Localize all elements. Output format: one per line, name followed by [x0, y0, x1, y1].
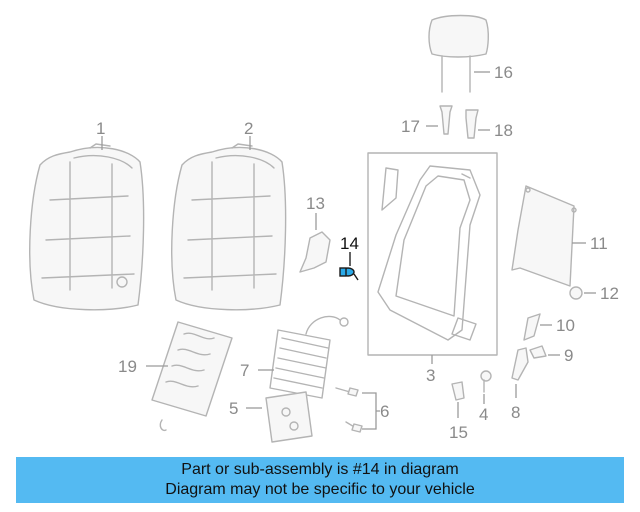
callout-14: 14 [340, 234, 359, 253]
callout-5: 5 [229, 399, 238, 418]
callout-16: 16 [494, 63, 513, 82]
banner-line-2: Diagram may not be specific to your vehi… [165, 481, 475, 498]
callout-12: 12 [600, 284, 619, 303]
callout-3: 3 [426, 366, 435, 385]
banner-line-1: Part or sub-assembly is #14 in diagram [181, 461, 459, 478]
callout-19: 19 [118, 357, 137, 376]
part-12-clip [569, 286, 583, 300]
part-14-highlighted [339, 267, 359, 281]
callout-2: 2 [244, 119, 253, 138]
part-16-headrest [428, 14, 489, 93]
part-18-guide [465, 109, 479, 139]
part-3-seat-back-frame [367, 152, 498, 356]
parts-diagram: 1 2 13 14 3 16 17 [29, 14, 619, 443]
callout-8: 8 [511, 403, 520, 422]
callout-17: 17 [401, 117, 420, 136]
part-17-guide [439, 105, 453, 135]
callout-7: 7 [240, 361, 249, 380]
callout-6: 6 [380, 402, 389, 421]
part-8-lever [511, 347, 529, 381]
callout-1: 1 [96, 119, 105, 138]
part-4-bolt [480, 370, 492, 393]
callout-15: 15 [449, 423, 468, 442]
callout-4: 4 [479, 405, 488, 424]
callout-18: 18 [494, 121, 513, 140]
callout-9: 9 [564, 346, 573, 365]
part-2-seat-back-cover [171, 143, 287, 311]
callout-10: 10 [556, 316, 575, 335]
part-11-back-panel [511, 185, 577, 287]
callout-13: 13 [306, 194, 325, 213]
part-13-bracket [299, 231, 331, 273]
disclaimer-banner: Part or sub-assembly is #14 in diagram D… [16, 457, 624, 503]
part-5-mechanism [265, 391, 313, 443]
part-1-seat-back-cover [29, 143, 145, 311]
part-6-cables [335, 387, 363, 433]
part-15-bracket [451, 381, 465, 401]
part-7-lumbar-support [269, 315, 349, 399]
part-19-seat-pad [151, 321, 233, 432]
part-10-cover [523, 313, 541, 341]
part-9-clip [529, 345, 547, 359]
callout-11: 11 [590, 234, 608, 253]
